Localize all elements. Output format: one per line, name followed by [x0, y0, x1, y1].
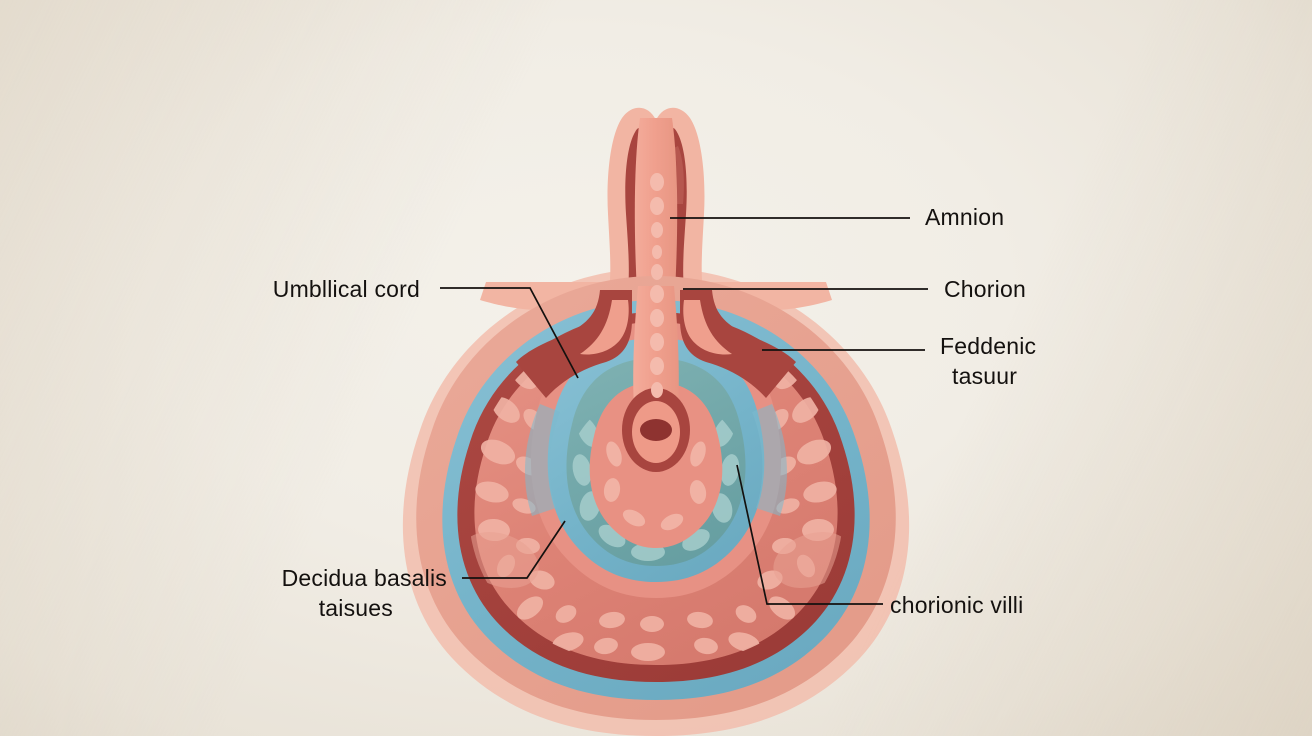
leader-line-umbilical-cord [440, 287, 579, 379]
label-umbilical-cord: Umbllical cord [273, 276, 420, 302]
label-fetal-tissue-line1: Feddenic [940, 333, 1036, 359]
label-amnion: Amnion [925, 204, 1004, 230]
label-chorion: Chorion [944, 276, 1026, 302]
callout-umbilical-cord[interactable]: Umbllical cord [273, 276, 579, 379]
callout-chorionic-villi[interactable]: chorionic villi [736, 464, 1023, 618]
leader-line-chorionic-villi [736, 464, 883, 605]
label-chorionic-villi: chorionic villi [890, 592, 1023, 618]
callout-decidua-basalis[interactable]: Decidua basalis taisues [282, 520, 566, 621]
label-decidua-basalis-line2: taisues [319, 595, 393, 621]
label-decidua-basalis-line1: Decidua basalis [282, 565, 447, 591]
callout-amnion[interactable]: Amnion [670, 204, 1004, 230]
callout-fetal-tissue[interactable]: Feddenic tasuur [762, 333, 1036, 389]
callout-chorion[interactable]: Chorion [683, 276, 1026, 302]
label-fetal-tissue-line2: tasuur [952, 363, 1017, 389]
leader-line-decidua-basalis [462, 520, 566, 579]
